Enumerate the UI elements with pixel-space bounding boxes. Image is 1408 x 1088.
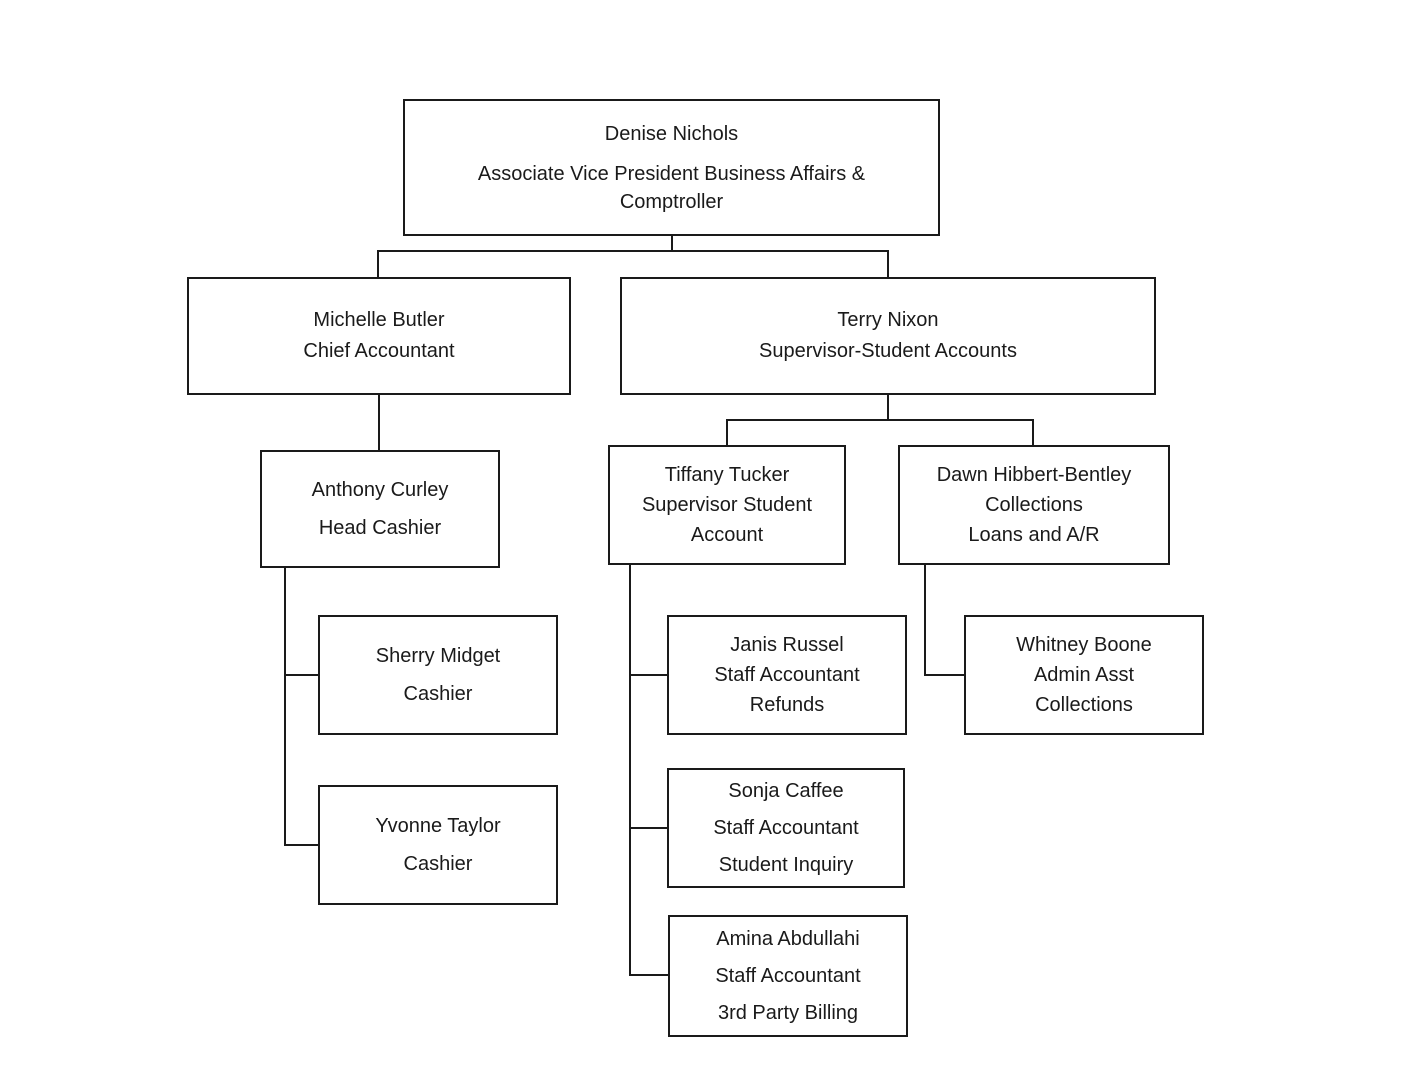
person-name: Terry Nixon — [837, 309, 939, 331]
connector-dawn-drop — [924, 565, 926, 676]
connector-stub-amina — [629, 974, 668, 976]
org-node-janis-russel: Janis Russel Staff Accountant Refunds — [667, 615, 907, 735]
person-title-line: Staff Accountant — [715, 965, 861, 987]
connector-drop-terry — [887, 250, 889, 277]
person-title-line: Cashier — [403, 852, 473, 875]
person-title-line: Associate Vice President Business Affair… — [477, 163, 866, 213]
person-name: Whitney Boone — [1016, 634, 1152, 656]
person-name: Janis Russel — [730, 634, 844, 656]
connector-drop-dawn — [1032, 419, 1034, 445]
org-node-michelle-butler: Michelle Butler Chief Accountant — [187, 277, 571, 395]
person-title-line: Cashier — [403, 682, 473, 705]
org-node-dawn-hibbert-bentley: Dawn Hibbert-Bentley Collections Loans a… — [898, 445, 1170, 565]
person-title-line: Head Cashier — [318, 516, 442, 539]
person-name: Tiffany Tucker — [664, 464, 790, 486]
connector-tiffany-drop — [629, 565, 631, 976]
person-name: Dawn Hibbert-Bentley — [936, 464, 1132, 486]
connector-denise-stub — [671, 236, 673, 252]
person-name: Yvonne Taylor — [375, 814, 501, 837]
org-node-denise-nichols: Denise Nichols Associate Vice President … — [403, 99, 940, 236]
connector-drop-michelle — [377, 250, 379, 277]
connector-stub-sonja — [629, 827, 667, 829]
org-node-anthony-curley: Anthony Curley Head Cashier — [260, 450, 500, 568]
connector-stub-janis — [629, 674, 667, 676]
person-title-line: 3rd Party Billing — [717, 1002, 859, 1024]
person-title-line: Staff Accountant — [713, 817, 859, 839]
person-title-line: Supervisor Student Account — [641, 494, 813, 546]
person-title-line: Collections — [1035, 694, 1133, 716]
org-node-yvonne-taylor: Yvonne Taylor Cashier — [318, 785, 558, 905]
org-node-tiffany-tucker: Tiffany Tucker Supervisor Student Accoun… — [608, 445, 846, 565]
connector-michelle-anthony — [378, 395, 380, 450]
org-node-terry-nixon: Terry Nixon Supervisor-Student Accounts — [620, 277, 1156, 395]
person-name: Sherry Midget — [375, 644, 501, 667]
org-node-sonja-caffee: Sonja Caffee Staff Accountant Student In… — [667, 768, 905, 888]
org-node-whitney-boone: Whitney Boone Admin Asst Collections — [964, 615, 1204, 735]
person-name: Michelle Butler — [313, 309, 445, 331]
person-name: Anthony Curley — [311, 478, 449, 501]
connector-stub-whitney — [924, 674, 964, 676]
person-name: Sonja Caffee — [728, 780, 844, 802]
org-node-amina-abdullahi: Amina Abdullahi Staff Accountant 3rd Par… — [668, 915, 908, 1037]
person-name: Denise Nichols — [604, 123, 739, 145]
person-title-line: Chief Accountant — [303, 340, 455, 362]
connector-terry-stub — [887, 395, 889, 421]
connector-terry-children-horizontal — [726, 419, 1034, 421]
person-title-line: Collections — [985, 494, 1083, 516]
person-title-line: Loans and A/R — [968, 524, 1100, 546]
person-title-line: Admin Asst — [1033, 664, 1135, 686]
org-node-sherry-midget: Sherry Midget Cashier — [318, 615, 558, 735]
connector-drop-tiffany — [726, 419, 728, 445]
person-name: Amina Abdullahi — [716, 928, 860, 950]
connector-level1-horizontal — [377, 250, 889, 252]
connector-stub-yvonne — [284, 844, 318, 846]
person-title-line: Refunds — [749, 694, 825, 716]
person-title-line: Supervisor-Student Accounts — [759, 340, 1017, 362]
connector-anthony-drop — [284, 568, 286, 846]
person-title-line: Staff Accountant — [714, 664, 860, 686]
person-title-line: Student Inquiry — [718, 854, 854, 876]
connector-stub-sherry — [284, 674, 318, 676]
